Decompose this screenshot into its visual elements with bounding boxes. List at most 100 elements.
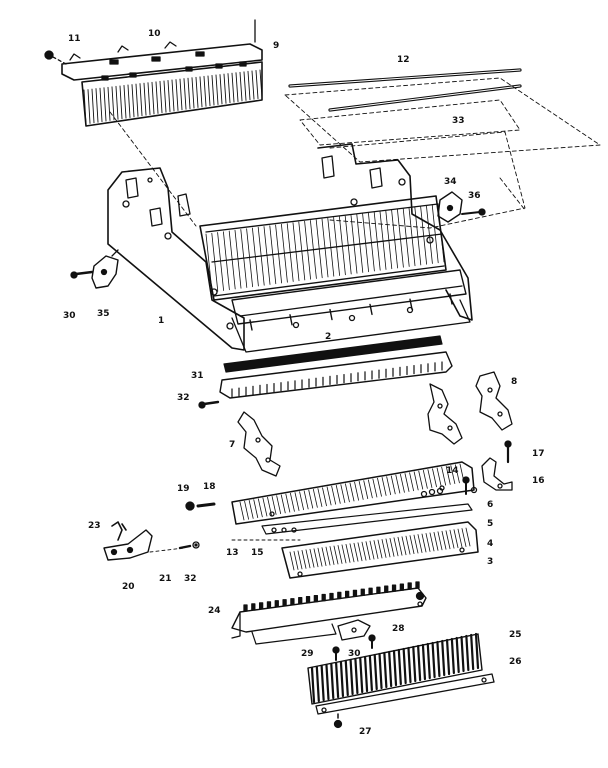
comb-tooth [335, 484, 341, 504]
bristle [239, 71, 243, 102]
screw-17 [504, 440, 512, 464]
part-main-frame [107, 143, 473, 353]
callout-30b: 30 [348, 649, 361, 659]
callout-29: 29 [301, 649, 314, 659]
bar-tooth [352, 589, 358, 598]
housing-slat [211, 232, 219, 292]
part-latch-20 [103, 529, 153, 561]
comb-tooth [369, 540, 375, 560]
bottom-comb-tooth [378, 652, 383, 690]
bottom-comb-tooth [363, 655, 369, 693]
bar-tooth [251, 603, 256, 611]
housing-slat [356, 214, 364, 273]
comb-tooth [299, 491, 304, 511]
comb-tooth [386, 476, 392, 496]
comb-tooth [280, 494, 286, 514]
housing-slat [246, 228, 254, 288]
callout-11: 11 [68, 34, 81, 44]
callout-32b: 32 [184, 574, 197, 584]
comb-tooth [395, 474, 401, 494]
callout-13: 13 [226, 548, 239, 558]
bristle [107, 86, 111, 121]
comb-tooth [349, 543, 355, 563]
housing-slat [338, 216, 346, 276]
housing-slat [315, 219, 323, 279]
callout-21: 21 [159, 574, 172, 584]
bristle [151, 81, 155, 115]
housing-slat [280, 223, 288, 283]
bristle [163, 80, 167, 113]
comb-tooth [461, 528, 467, 547]
callout-30a: 30 [63, 311, 76, 321]
comb-tooth [321, 547, 327, 567]
comb-tooth [445, 465, 451, 485]
bristle [175, 79, 179, 111]
bristle [211, 75, 215, 106]
part-bracket-8b [475, 371, 513, 431]
bottom-comb-tooth [310, 666, 316, 704]
comb-tooth [422, 469, 428, 489]
plate-outline-33 [284, 77, 601, 229]
callout-15: 15 [251, 548, 264, 558]
bristle [123, 85, 127, 119]
bottom-comb-tooth [383, 651, 388, 689]
screw-14 [462, 476, 470, 495]
comb-tooth [329, 546, 335, 565]
bristle [139, 83, 143, 117]
comb-tooth [409, 472, 414, 492]
housing-slat [344, 215, 352, 275]
housing-slat [217, 232, 225, 291]
part-comb-plate-lower [281, 521, 479, 579]
bottom-comb-tooth [373, 653, 378, 691]
bristle [135, 83, 139, 117]
comb-tooth [445, 530, 451, 550]
callout-17: 17 [532, 449, 545, 459]
comb-tooth [441, 466, 447, 486]
bottom-comb-tooth [445, 638, 451, 676]
housing-slat [222, 231, 230, 291]
bottom-comb-tooth [417, 644, 422, 682]
bottom-comb-tooth [470, 633, 475, 671]
bar-tooth [376, 586, 381, 594]
callout-25: 25 [509, 630, 522, 640]
bristle [83, 89, 87, 125]
bristle [227, 73, 231, 104]
bristle [99, 87, 103, 123]
bristle [235, 72, 239, 102]
bristle [207, 75, 211, 107]
callout-34: 34 [444, 177, 457, 187]
bar-tooth [290, 598, 295, 606]
housing-slat [408, 207, 416, 267]
screws-29-30 [332, 634, 376, 661]
housing-slat [286, 223, 294, 282]
comb-tooth [361, 541, 367, 561]
comb-tooth [312, 488, 318, 508]
comb-tooth [405, 535, 411, 555]
bar-tooth [266, 601, 272, 609]
comb-tooth [453, 529, 459, 549]
comb-tooth [429, 532, 435, 552]
bottom-comb-tooth [455, 636, 460, 674]
bottom-comb-tooth [460, 635, 465, 673]
housing-slat [385, 210, 393, 270]
bristle [91, 88, 95, 124]
housing-slat [269, 225, 277, 285]
bar-tooth [384, 585, 389, 593]
comb-tooth [421, 533, 427, 553]
comb-tooth [317, 488, 323, 507]
part-spring-23 [111, 521, 127, 541]
comb-tooth [425, 533, 431, 552]
comb-tooth [285, 493, 291, 513]
callout-23: 23 [88, 521, 101, 531]
bottom-comb-tooth [339, 660, 345, 698]
bottom-comb-tooth [392, 649, 398, 687]
housing-slat [257, 226, 265, 286]
housing-slat [362, 213, 370, 273]
bottom-comb-tooth [359, 656, 364, 694]
comb-tooth [309, 548, 315, 568]
callout-1: 1 [158, 316, 165, 326]
bar-tooth [344, 590, 350, 599]
bottom-comb-tooth [388, 650, 393, 688]
bristle [187, 77, 191, 110]
part-bracket-35 [91, 249, 119, 289]
